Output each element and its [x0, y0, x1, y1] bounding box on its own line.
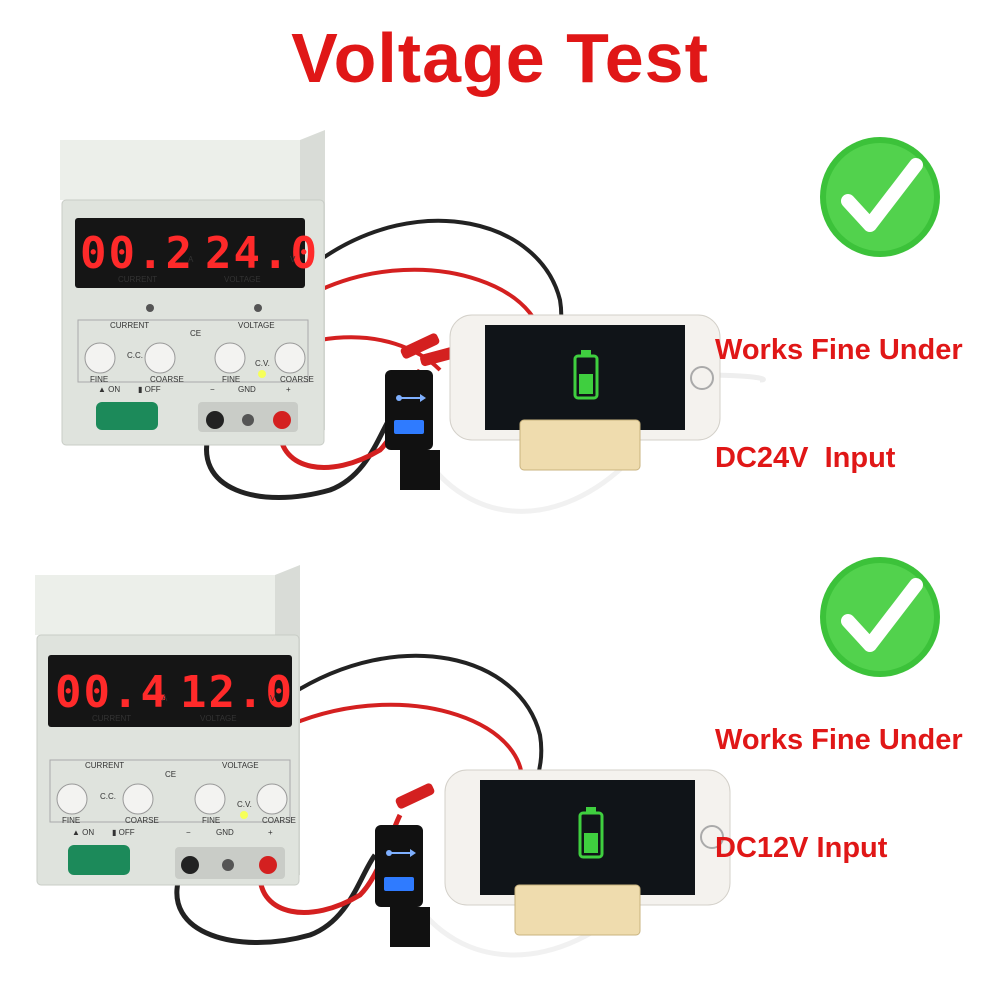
- svg-text:A: A: [162, 694, 168, 703]
- wooden-stand: [514, 884, 641, 936]
- svg-text:COARSE: COARSE: [280, 375, 314, 384]
- svg-text:V: V: [290, 255, 296, 264]
- home-button: [700, 825, 724, 849]
- svg-text:COARSE: COARSE: [262, 816, 296, 825]
- svg-text:FINE: FINE: [222, 375, 240, 384]
- lcd-display: [48, 655, 292, 727]
- svg-text:V: V: [270, 694, 276, 703]
- svg-text:FINE: FINE: [202, 816, 220, 825]
- gnd-terminal: [222, 859, 234, 871]
- svg-text:VOLTAGE: VOLTAGE: [224, 275, 261, 284]
- voltage-readout: 24.0: [205, 228, 319, 279]
- svg-text:FINE: FINE: [62, 816, 80, 825]
- current-readout: 00.2: [80, 228, 194, 279]
- power-switch[interactable]: [68, 845, 130, 875]
- svg-text:CURRENT: CURRENT: [118, 275, 157, 284]
- gnd-terminal: [242, 414, 254, 426]
- test-panel-12v: 00.4 A 12.0 V CURRENT VOLTAGE CURRENT CE…: [0, 555, 1000, 995]
- svg-text:−: −: [210, 385, 215, 394]
- svg-text:FINE: FINE: [90, 375, 108, 384]
- current-fine-knob[interactable]: [56, 783, 88, 815]
- check-icon: [820, 137, 940, 257]
- svg-text:A: A: [188, 255, 194, 264]
- current-coarse-knob[interactable]: [122, 783, 154, 815]
- voltage-coarse-knob[interactable]: [274, 342, 306, 374]
- svg-text:VOLTAGE: VOLTAGE: [222, 761, 259, 770]
- battery-icon: [573, 350, 599, 400]
- caption-24v: Works Fine Under DC24V Input: [715, 334, 963, 474]
- svg-text:▲ ON: ▲ ON: [98, 385, 120, 394]
- svg-text:CURRENT: CURRENT: [92, 714, 131, 723]
- negative-terminal: [181, 856, 199, 874]
- cv-indicator: [240, 811, 248, 819]
- svg-text:▮ OFF: ▮ OFF: [138, 385, 161, 394]
- voltage-coarse-knob[interactable]: [256, 783, 288, 815]
- svg-text:VOLTAGE: VOLTAGE: [200, 714, 237, 723]
- power-switch[interactable]: [96, 402, 158, 430]
- home-button: [690, 366, 714, 390]
- svg-text:COARSE: COARSE: [150, 375, 184, 384]
- usb-charger-module: [375, 825, 423, 907]
- check-icon: [820, 557, 940, 677]
- usb-cable: [417, 448, 632, 514]
- page-title: Voltage Test: [291, 19, 709, 97]
- svg-text:+: +: [286, 385, 291, 394]
- bench-power-supply-photo: 00.4 A 12.0 V CURRENT VOLTAGE CURRENT CE…: [35, 565, 731, 958]
- svg-text:CURRENT: CURRENT: [85, 761, 124, 770]
- svg-text:GND: GND: [216, 828, 234, 837]
- svg-text:CURRENT: CURRENT: [110, 321, 149, 330]
- caption-12v: Works Fine Under DC12V Input: [715, 724, 963, 864]
- alligator-clip: [400, 333, 440, 359]
- svg-text:GND: GND: [238, 385, 256, 394]
- usb-icon: [396, 394, 426, 402]
- psu-top: [60, 140, 325, 200]
- current-coarse-knob[interactable]: [144, 342, 176, 374]
- voltage-readout: 12.0: [180, 667, 294, 718]
- svg-text:C.V.: C.V.: [255, 359, 270, 368]
- current-readout: 00.4: [55, 667, 169, 718]
- voltage-fine-knob[interactable]: [214, 342, 246, 374]
- svg-text:C.C.: C.C.: [127, 351, 143, 360]
- cv-indicator: [258, 370, 266, 378]
- alligator-clip: [395, 783, 435, 809]
- svg-text:C.V.: C.V.: [237, 800, 252, 809]
- usb-charger-module: [385, 370, 433, 450]
- svg-text:C.C.: C.C.: [100, 792, 116, 801]
- svg-text:−: −: [186, 828, 191, 837]
- svg-text:+: +: [268, 828, 273, 837]
- bench-power-supply-photo: 00.2 A 24.0 V CURRENT VOLTAGE CURRENT CE…: [60, 130, 766, 514]
- lcd-display: [75, 218, 305, 288]
- positive-terminal: [259, 856, 277, 874]
- usb-icon: [386, 849, 416, 857]
- svg-text:COARSE: COARSE: [125, 816, 159, 825]
- wooden-stand: [519, 419, 641, 471]
- svg-text:▮ OFF: ▮ OFF: [112, 828, 135, 837]
- svg-text:VOLTAGE: VOLTAGE: [238, 321, 275, 330]
- positive-terminal: [273, 411, 291, 429]
- current-fine-knob[interactable]: [84, 342, 116, 374]
- battery-icon: [578, 807, 604, 859]
- svg-text:CE: CE: [190, 329, 201, 338]
- svg-text:CE: CE: [165, 770, 176, 779]
- test-panel-24v: 00.2 A 24.0 V CURRENT VOLTAGE CURRENT CE…: [0, 130, 1000, 570]
- negative-terminal: [206, 411, 224, 429]
- svg-text:▲ ON: ▲ ON: [72, 828, 94, 837]
- voltage-fine-knob[interactable]: [194, 783, 226, 815]
